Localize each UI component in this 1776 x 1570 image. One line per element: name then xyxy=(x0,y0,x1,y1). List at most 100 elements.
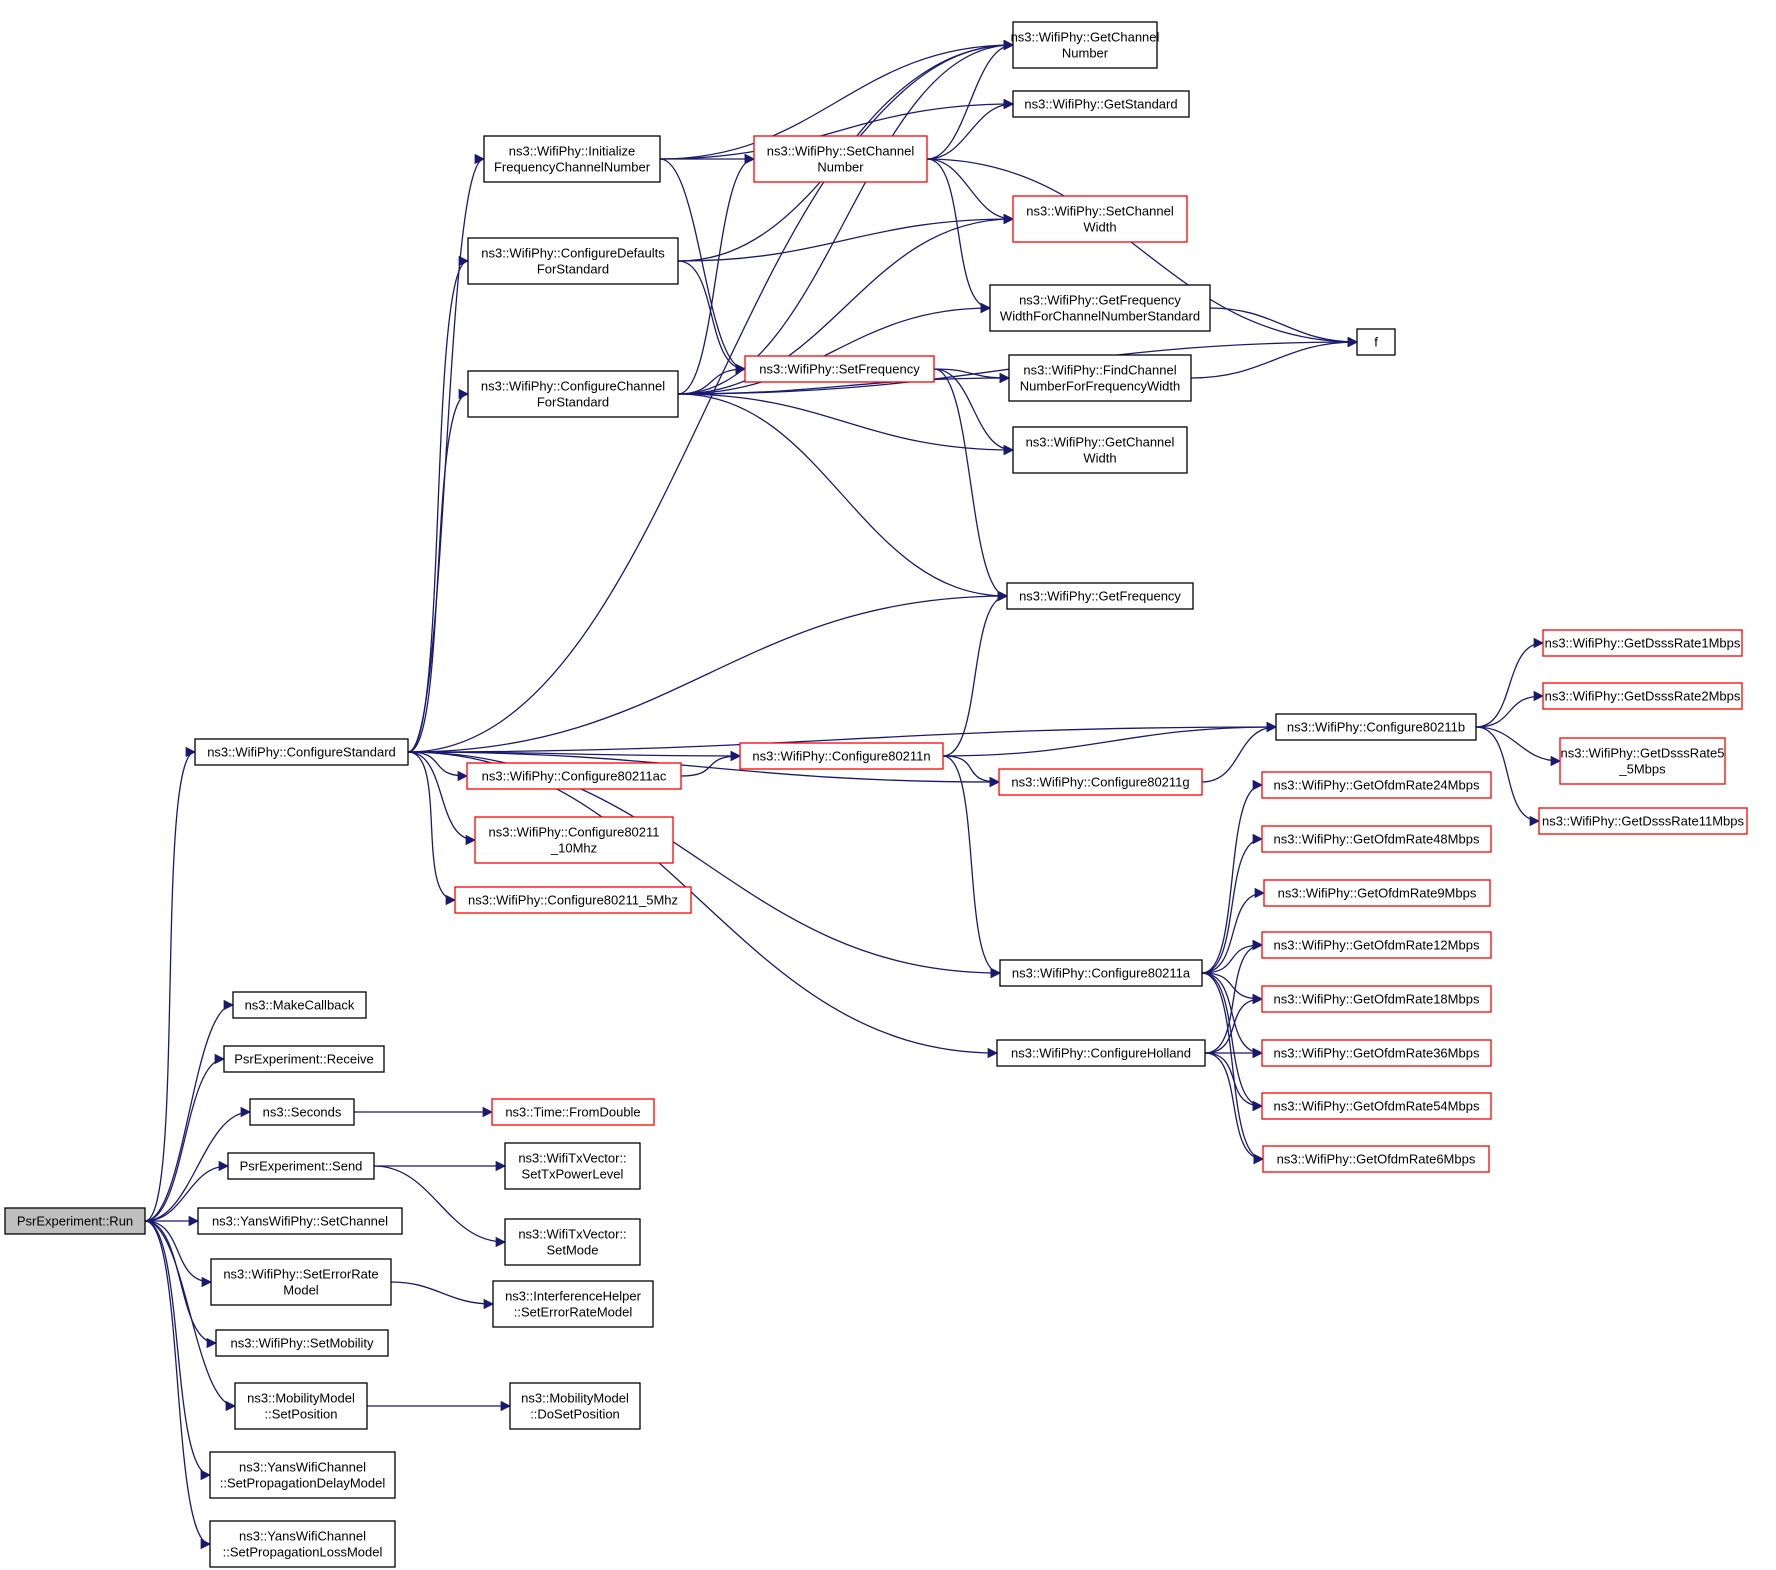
node-confdefaults[interactable]: ns3::WifiPhy::ConfigureDefaultsForStanda… xyxy=(467,237,679,285)
node-label-line: ns3::WifiPhy::GetOfdmRate24Mbps xyxy=(1274,778,1480,793)
node-label-line: ::SetPropagationDelayModel xyxy=(220,1476,386,1491)
node-box xyxy=(1261,1092,1492,1120)
node-setproploss[interactable]: ns3::YansWifiChannel::SetPropagationLoss… xyxy=(209,1520,396,1568)
node-label-line: ns3::WifiPhy::GetFrequency xyxy=(1019,589,1181,604)
node-initfreqchan[interactable]: ns3::WifiPhy::InitializeFrequencyChannel… xyxy=(483,135,661,183)
node-box xyxy=(1542,629,1743,657)
node-ofdm24[interactable]: ns3::WifiPhy::GetOfdmRate24Mbps xyxy=(1261,771,1492,799)
node-ofdm18[interactable]: ns3::WifiPhy::GetOfdmRate18Mbps xyxy=(1261,985,1492,1013)
edge-configurestandard-to-conf10mhz xyxy=(407,751,477,846)
node-setpropdelay[interactable]: ns3::YansWifiChannel::SetPropagationDela… xyxy=(209,1451,396,1499)
node-box xyxy=(504,1142,641,1190)
node-getfrequency[interactable]: ns3::WifiPhy::GetFrequency xyxy=(1006,582,1194,610)
edge-conf80211g-to-conf80211b xyxy=(1201,721,1278,783)
node-seterrorratemodel[interactable]: ns3::WifiPhy::SetErrorRateModel xyxy=(210,1258,392,1306)
node-label-line: ns3::WifiPhy::GetOfdmRate36Mbps xyxy=(1274,1046,1480,1061)
node-setmobility[interactable]: ns3::WifiPhy::SetMobility xyxy=(215,1329,389,1357)
edge-conf80211n-to-conf80211a xyxy=(942,755,1002,979)
node-label-line: ns3::WifiPhy::GetStandard xyxy=(1024,97,1177,112)
node-ofdm12[interactable]: ns3::WifiPhy::GetOfdmRate12Mbps xyxy=(1261,931,1492,959)
node-conf80211b[interactable]: ns3::WifiPhy::Configure80211b xyxy=(1275,713,1477,741)
node-conf5mhz[interactable]: ns3::WifiPhy::Configure80211_5Mhz xyxy=(454,886,692,914)
node-label-line: ns3::WifiPhy::GetChannel xyxy=(1011,30,1160,45)
node-ihseterrorratemodel[interactable]: ns3::InterferenceHelper::SetErrorRateMod… xyxy=(492,1280,654,1328)
node-label-line: ::SetPosition xyxy=(265,1407,338,1422)
node-setposition[interactable]: ns3::MobilityModel::SetPosition xyxy=(234,1382,368,1430)
node-label-line: ns3::WifiPhy::Configure80211g xyxy=(1011,775,1189,790)
edge-conf80211a-to-ofdm54 xyxy=(1201,972,1264,1112)
edge-findchannel-to-f xyxy=(1190,336,1359,379)
node-label-line: ns3::WifiPhy::SetFrequency xyxy=(759,362,920,377)
edge-configurestandard-to-getchannelnumber xyxy=(407,39,1015,753)
node-ofdm54[interactable]: ns3::WifiPhy::GetOfdmRate54Mbps xyxy=(1261,1092,1492,1120)
edge-confdefaults-to-setfrequency xyxy=(677,260,747,375)
node-box xyxy=(223,1045,385,1073)
node-dsss11[interactable]: ns3::WifiPhy::GetDsssRate11Mbps xyxy=(1538,807,1748,835)
node-box xyxy=(467,237,679,285)
node-label-line: Model xyxy=(283,1283,319,1298)
edge-setchannelnumber-to-f xyxy=(926,158,1359,348)
node-findchannel[interactable]: ns3::WifiPhy::FindChannelNumberForFreque… xyxy=(1008,354,1192,402)
node-box xyxy=(1559,737,1726,785)
edge-confdefaults-to-setchannelwidth xyxy=(677,213,1015,262)
edge-conf80211b-to-dsss11 xyxy=(1475,726,1541,827)
node-fromdouble[interactable]: ns3::Time::FromDouble xyxy=(491,1098,655,1126)
node-makecallback[interactable]: ns3::MakeCallback xyxy=(232,991,367,1019)
node-f[interactable]: f xyxy=(1356,328,1396,356)
node-label-line: ns3::WifiPhy::GetOfdmRate18Mbps xyxy=(1274,992,1480,1007)
edge-configurestandard-to-conf5mhz xyxy=(407,751,457,906)
node-box xyxy=(232,991,367,1019)
node-label-line: ns3::WifiPhy::GetDsssRate11Mbps xyxy=(1542,814,1745,829)
node-confholland[interactable]: ns3::WifiPhy::ConfigureHolland xyxy=(996,1039,1206,1067)
edge-conf80211n-to-getfrequency xyxy=(942,590,1009,757)
edge-confchannel-to-getchannelwidth xyxy=(677,393,1015,456)
node-dsss2[interactable]: ns3::WifiPhy::GetDsssRate2Mbps xyxy=(1542,682,1743,710)
node-configurestandard[interactable]: ns3::WifiPhy::ConfigureStandard xyxy=(194,738,409,766)
edge-run-to-setproploss xyxy=(144,1220,212,1550)
node-send[interactable]: PsrExperiment::Send xyxy=(227,1152,375,1180)
edge-confchannel-to-setchannelnumber xyxy=(677,153,756,395)
node-label-line: ns3::InterferenceHelper xyxy=(505,1289,642,1304)
node-dosetposition[interactable]: ns3::MobilityModel::DoSetPosition xyxy=(509,1382,641,1430)
node-label-line: ns3::WifiPhy::Configure80211a xyxy=(1012,966,1191,981)
node-dsss5[interactable]: ns3::WifiPhy::GetDsssRate5_5Mbps xyxy=(1559,737,1726,785)
node-label-line: ns3::WifiPhy::ConfigureStandard xyxy=(207,745,396,760)
node-yanssetchannel[interactable]: ns3::YansWifiPhy::SetChannel xyxy=(197,1207,403,1235)
node-conf10mhz[interactable]: ns3::WifiPhy::Configure80211_10Mhz xyxy=(474,816,674,864)
node-run[interactable]: PsrExperiment::Run xyxy=(4,1207,146,1235)
node-label-line: ns3::WifiPhy::GetChannel xyxy=(1026,435,1175,450)
node-getstandard[interactable]: ns3::WifiPhy::GetStandard xyxy=(1012,90,1190,118)
node-conf80211a[interactable]: ns3::WifiPhy::Configure80211a xyxy=(999,959,1203,987)
node-label-line: ns3::WifiPhy::GetDsssRate2Mbps xyxy=(1545,689,1741,704)
node-label-line: ns3::WifiPhy::FindChannel xyxy=(1023,363,1176,378)
edge-conf80211n-to-conf80211b xyxy=(942,721,1278,757)
edge-setfrequency-to-getfrequency xyxy=(933,368,1009,602)
node-box xyxy=(1012,426,1188,474)
node-dsss1[interactable]: ns3::WifiPhy::GetDsssRate1Mbps xyxy=(1542,629,1743,657)
node-ofdm9[interactable]: ns3::WifiPhy::GetOfdmRate9Mbps xyxy=(1263,879,1491,907)
nodes-layer: PsrExperiment::Run ns3::MakeCallbackPsrEx… xyxy=(4,21,1748,1568)
node-ofdm36[interactable]: ns3::WifiPhy::GetOfdmRate36Mbps xyxy=(1261,1039,1492,1067)
node-box xyxy=(1261,771,1492,799)
node-seconds[interactable]: ns3::Seconds xyxy=(249,1098,355,1126)
node-setmode[interactable]: ns3::WifiTxVector::SetMode xyxy=(504,1218,641,1266)
node-settxpowerlevel[interactable]: ns3::WifiTxVector::SetTxPowerLevel xyxy=(504,1142,641,1190)
node-label-line: ns3::WifiPhy::ConfigureChannel xyxy=(481,379,665,394)
node-getfreqwidth[interactable]: ns3::WifiPhy::GetFrequencyWidthForChanne… xyxy=(989,284,1211,332)
node-conf80211ac[interactable]: ns3::WifiPhy::Configure80211ac xyxy=(466,762,682,790)
node-ofdm48[interactable]: ns3::WifiPhy::GetOfdmRate48Mbps xyxy=(1261,825,1492,853)
edge-confchannel-to-getfrequency xyxy=(677,393,1009,602)
edge-conf80211n-to-conf80211g xyxy=(942,755,1001,788)
node-setfrequency[interactable]: ns3::WifiPhy::SetFrequency xyxy=(744,355,935,383)
edge-conf80211a-to-ofdm18 xyxy=(1201,972,1264,1005)
node-ofdm6[interactable]: ns3::WifiPhy::GetOfdmRate6Mbps xyxy=(1262,1145,1490,1173)
node-confchannel[interactable]: ns3::WifiPhy::ConfigureChannelForStandar… xyxy=(467,370,679,418)
node-box xyxy=(1261,931,1492,959)
node-receive[interactable]: PsrExperiment::Receive xyxy=(223,1045,385,1073)
node-conf80211g[interactable]: ns3::WifiPhy::Configure80211g xyxy=(998,768,1203,796)
node-conf80211n[interactable]: ns3::WifiPhy::Configure80211n xyxy=(739,742,944,770)
